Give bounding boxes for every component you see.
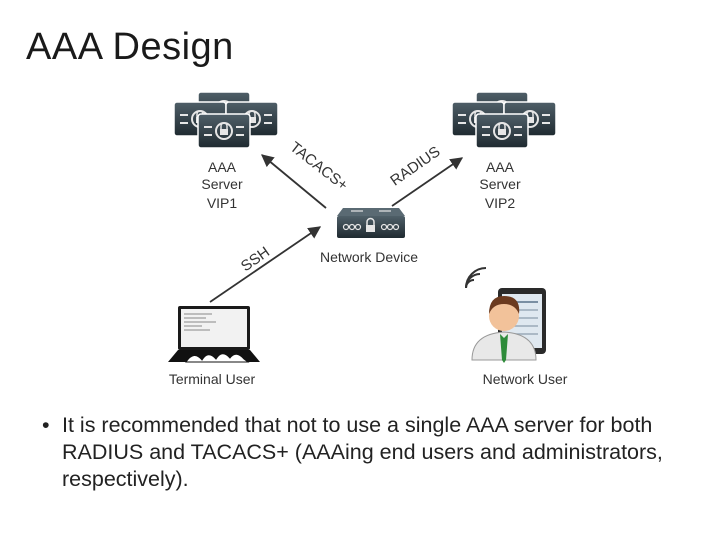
server1-label-aaa: AAA [208,159,237,175]
bullet-point: • It is recommended that not to use a si… [42,412,692,493]
network-device-label: Network Device [320,249,418,265]
tacacs-arrow [261,154,327,209]
tacacs-label: TACACS+ [287,139,352,195]
router-icon [337,208,405,238]
radius-arrow [391,157,464,207]
ssh-arrow [209,226,322,303]
server2-label-aaa: AAA [486,159,515,175]
laptop-icon [168,306,260,363]
terminal-user-label: Terminal User [169,371,256,387]
bullet-dot: • [42,413,50,437]
aaa-diagram: AAA Server VIP1 AAA Server VIP2 Network … [168,91,568,387]
server1-label-vip: VIP1 [207,195,238,211]
user-person-icon [471,296,537,363]
server-cluster-icon [451,91,557,149]
bullet-text: It is recommended that not to use a sing… [62,413,663,491]
wifi-icon [465,267,487,289]
server1-label-server: Server [201,176,243,192]
page-title: AAA Design [26,26,234,68]
radius-label: RADIUS [387,143,443,189]
server-cluster-icon [173,91,279,149]
server2-label-server: Server [479,176,521,192]
server2-label-vip: VIP2 [485,195,516,211]
network-user-label: Network User [483,371,568,387]
